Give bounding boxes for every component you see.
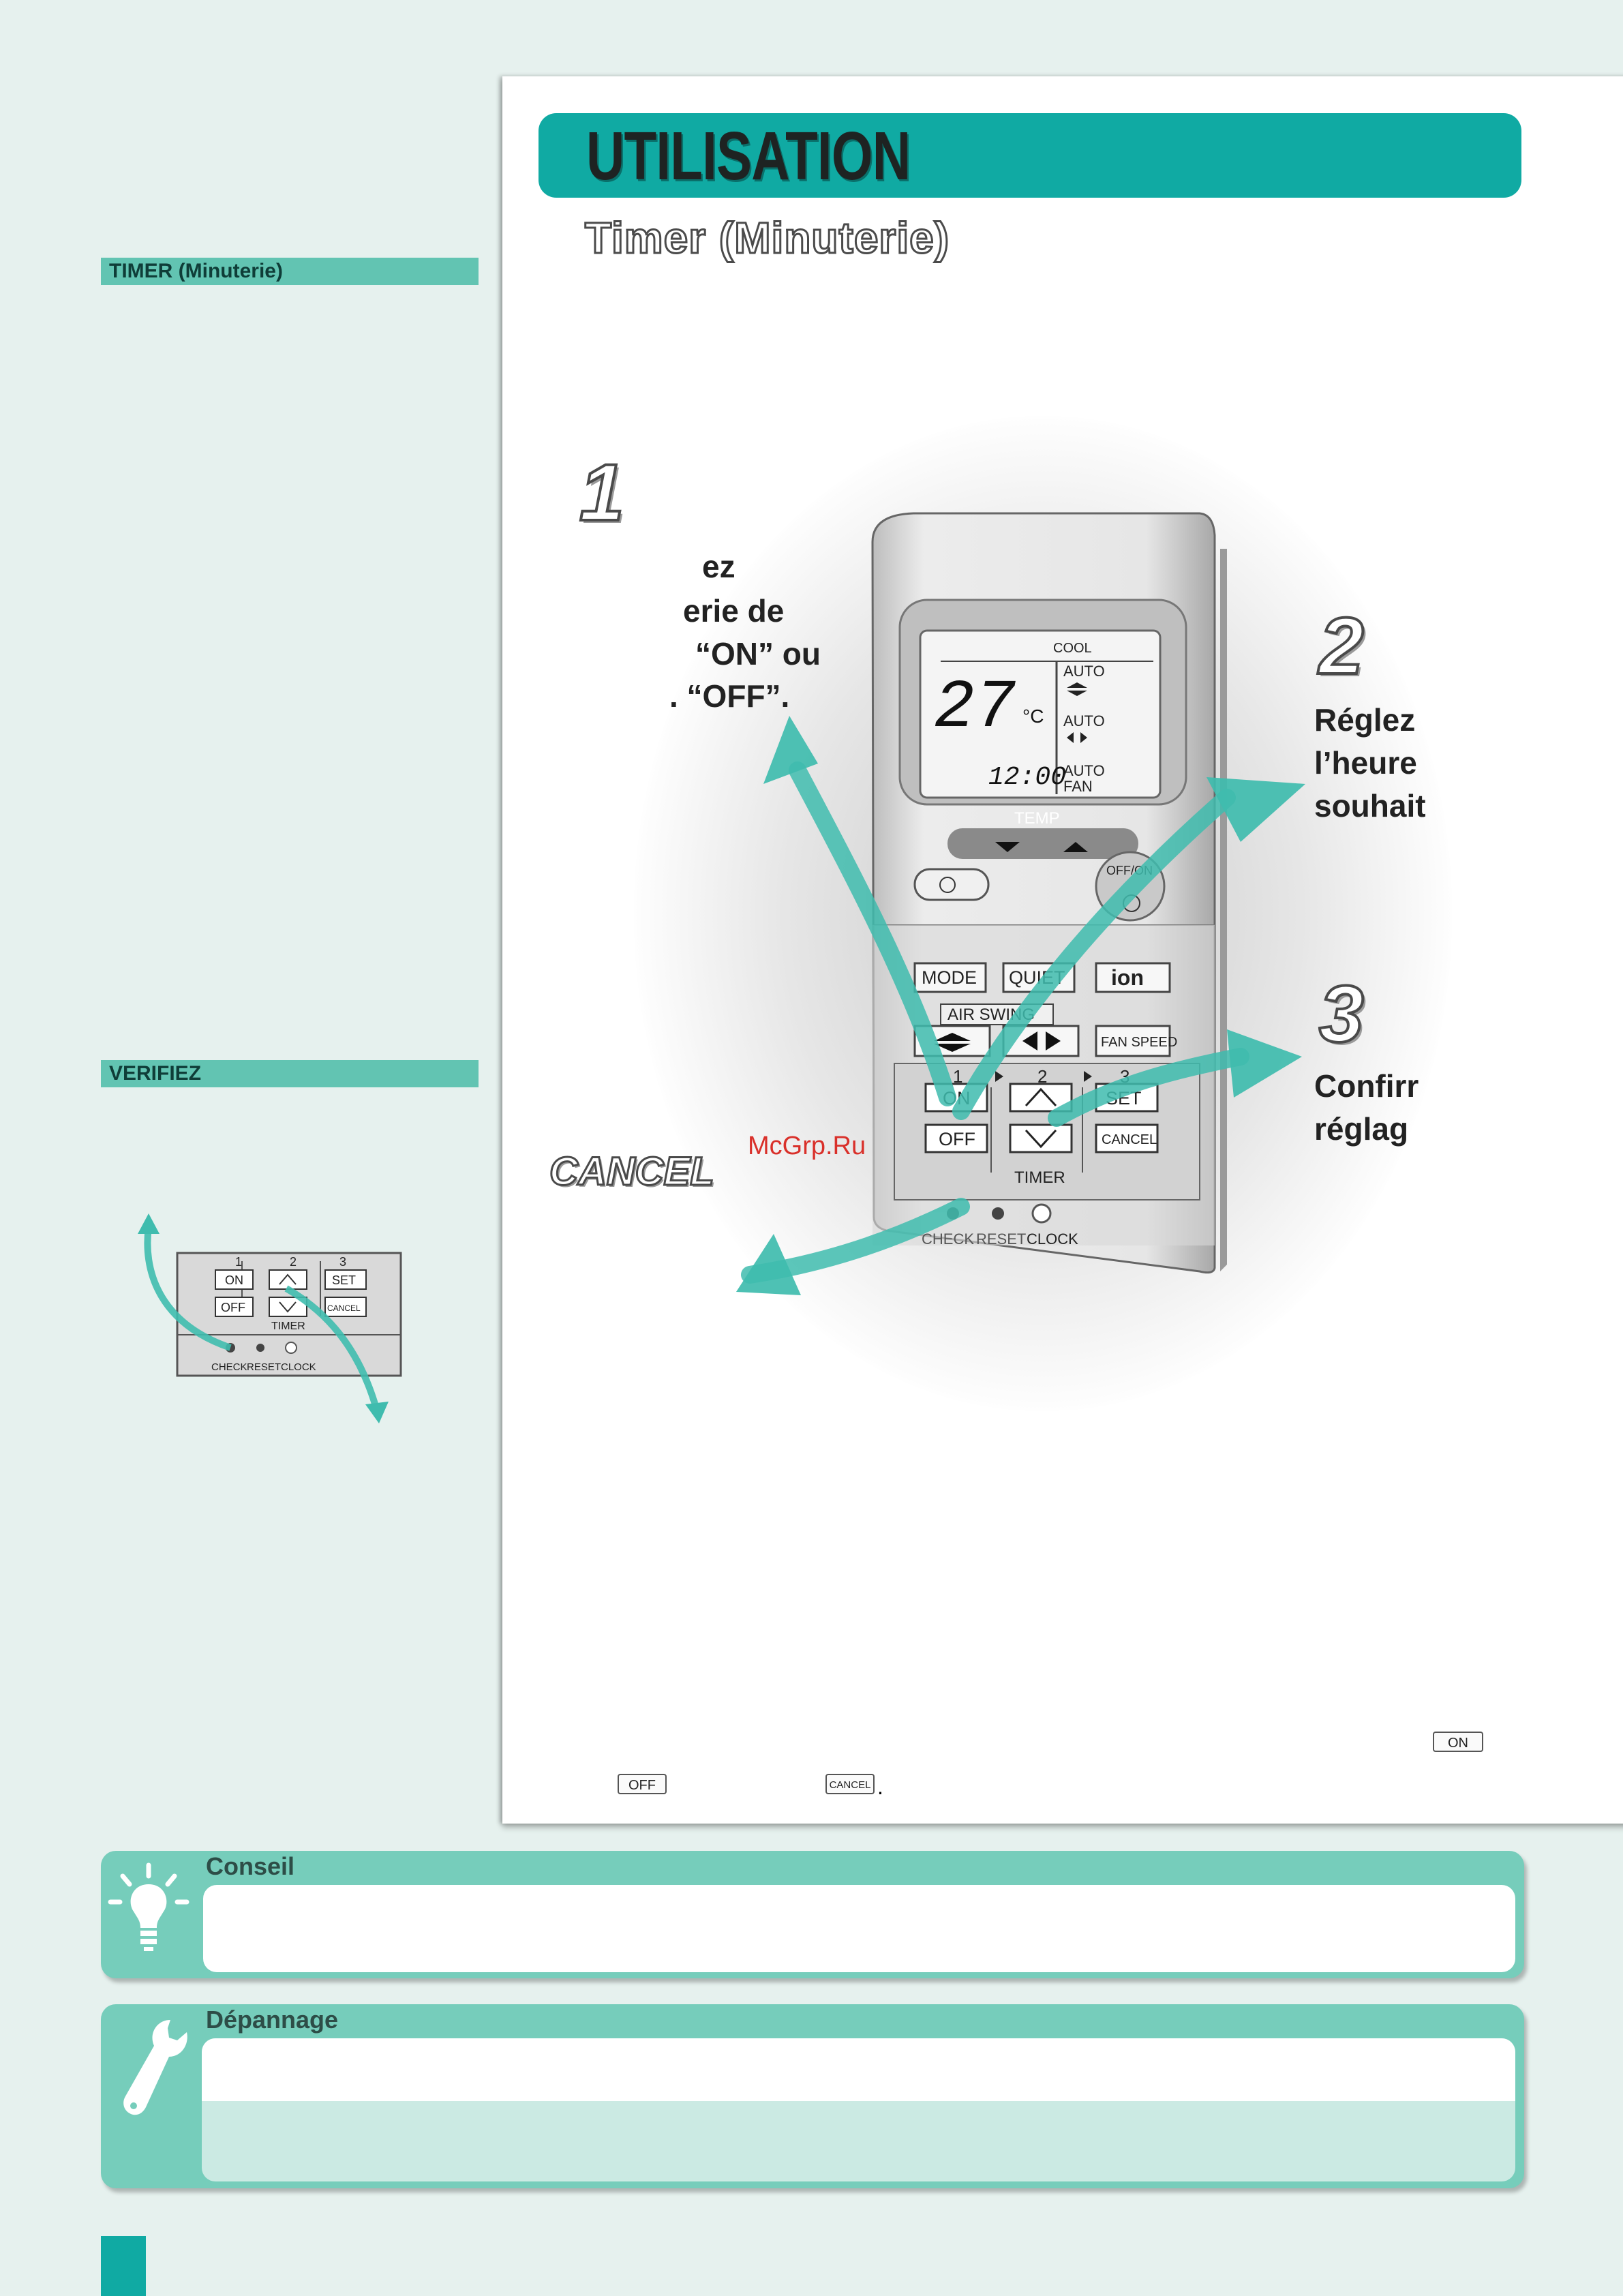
step-1-line-4: . “OFF”.	[669, 678, 790, 714]
step-3-number: 3	[1318, 968, 1365, 1061]
clock-label: CLOCK	[1027, 1230, 1078, 1248]
step-2-number: 2	[1318, 600, 1365, 693]
mini-num-2: 2	[290, 1255, 297, 1269]
display-auto-2: AUTO	[1063, 712, 1105, 729]
inline-off-button: OFF	[618, 1774, 667, 1794]
lightbulb-icon	[108, 1862, 189, 1951]
mode-button[interactable]: MODE	[922, 967, 977, 988]
instruction-arrows	[736, 716, 1305, 1295]
inline-period: .	[877, 1774, 883, 1799]
conseil-content	[203, 1885, 1515, 1972]
ion-button[interactable]: ion	[1111, 965, 1144, 990]
step-1-line-1: ez	[702, 549, 735, 584]
temp-label: TEMP	[1014, 809, 1060, 828]
mini-remote-illustration: 1 2 3 ON OFF SET CANCEL TIMER CHECK RESE…	[138, 1213, 402, 1423]
display-auto-3: AUTO	[1063, 762, 1105, 779]
timer-num-2: 2	[1037, 1066, 1047, 1087]
step-1-number: 1	[578, 447, 626, 539]
depannage-title: Dépannage	[206, 2006, 339, 2034]
step-3-line-1: Confirr	[1314, 1068, 1419, 1104]
check-label: CHECK	[922, 1230, 974, 1248]
mini-on: ON	[225, 1273, 243, 1287]
fan-speed-button[interactable]: FAN SPEED	[1101, 1035, 1177, 1050]
wrench-icon	[123, 2020, 187, 2115]
conseil-title: Conseil	[206, 1852, 295, 1880]
timer-off-button[interactable]: OFF	[939, 1129, 975, 1149]
step-1-line-2: erie de	[683, 593, 785, 629]
step-2-line-2: l’heure	[1314, 745, 1417, 781]
mini-timer: TIMER	[271, 1320, 305, 1332]
step-2-line-1: Réglez	[1314, 702, 1416, 738]
display-fan: FAN	[1063, 778, 1093, 795]
display-temp: 27	[934, 670, 1016, 747]
step-1-line-3: “ON” ou	[695, 636, 821, 671]
mini-set: SET	[332, 1273, 356, 1287]
page-tab	[101, 2236, 146, 2296]
mini-clock: CLOCK	[281, 1361, 316, 1373]
sidebar-tag-timer: TIMER (Minuterie)	[101, 258, 479, 285]
timer-num-1: 1	[953, 1066, 962, 1087]
inline-on-button: ON	[1433, 1732, 1483, 1752]
sidebar-tag-verifiez: VERIFIEZ	[101, 1060, 479, 1087]
depannage-content-top	[202, 2038, 1515, 2101]
step-2-line-3: souhait	[1314, 788, 1426, 824]
mini-reset: RESET	[247, 1361, 281, 1373]
timer-label: TIMER	[1014, 1168, 1065, 1187]
display-auto-1: AUTO	[1063, 663, 1105, 680]
step-3-line-2: réglag	[1314, 1111, 1409, 1147]
mini-num-1: 1	[235, 1255, 242, 1269]
display-time: 12:00	[988, 763, 1066, 792]
page-title: UTILISATION	[586, 118, 911, 194]
reset-label: RESET	[976, 1230, 1026, 1248]
cancel-callout: CANCEL	[549, 1149, 716, 1195]
mini-off: OFF	[221, 1301, 245, 1314]
mini-check: CHECK	[211, 1361, 247, 1373]
inline-cancel-button: CANCEL	[825, 1774, 875, 1794]
mini-cancel: CANCEL	[327, 1303, 361, 1313]
timer-cancel-button[interactable]: CANCEL	[1102, 1132, 1157, 1147]
page-subtitle: Timer (Minuterie)	[584, 213, 950, 264]
watermark: McGrp.Ru	[748, 1132, 866, 1160]
title-banner	[539, 113, 1521, 198]
display-unit: °C	[1022, 706, 1044, 727]
mini-num-3: 3	[339, 1255, 346, 1269]
display-cool: COOL	[1053, 641, 1092, 656]
